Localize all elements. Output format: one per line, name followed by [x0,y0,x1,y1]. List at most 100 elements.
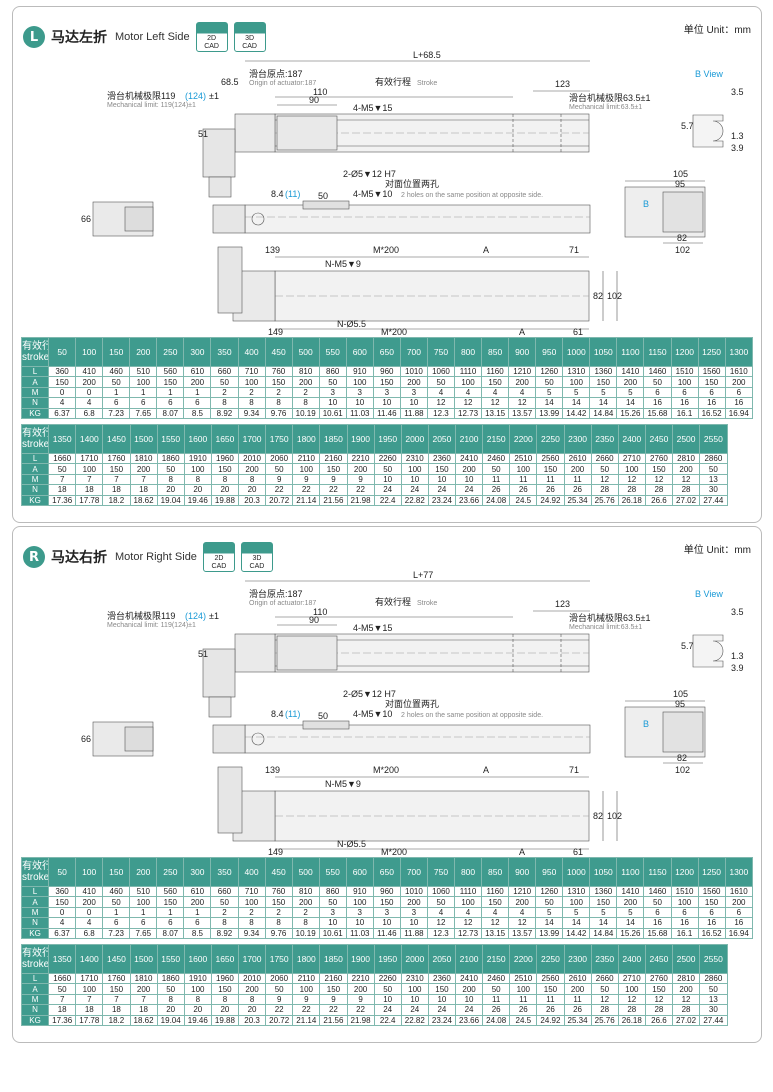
table-cell: 100 [509,463,538,475]
table-cell: 26 [509,1004,538,1016]
dim-holes_cn: 对面位置两孔 [385,178,439,189]
table-cell: 50 [102,896,131,908]
table-cell: 200 [183,376,212,388]
dim-m200: M*200 [373,245,399,255]
stroke-value: 2400 [617,424,646,454]
stroke-en: stroke [22,439,49,450]
origin-label-en: Origin of actuator:187 [249,600,316,607]
table-cell: 200 [75,896,104,908]
table-cell: 150 [697,896,726,908]
table-cell: 1910 [183,452,212,465]
table-cell: 150 [372,376,401,388]
table-cell: 1310 [562,365,591,378]
table-cell: 25.34 [563,1014,592,1026]
table-cell: 13.15 [481,407,510,419]
stroke-value: 1700 [237,944,267,974]
spec-table-1: 有效行程stroke501001502002503003504004505005… [20,857,754,939]
row-label-l: L [20,452,50,465]
table-cell: 13.99 [535,927,564,939]
table-cell: 6 [670,906,699,919]
svg-text:±1: ±1 [209,91,219,101]
table-cell: 26 [536,484,565,496]
stroke-value: 1000 [562,337,591,367]
table-cell: 610 [183,885,212,898]
table-cell: 16 [697,397,726,409]
table-cell: 14 [589,917,618,929]
pin-label: 2-Ø5▼12 H7 [343,689,396,699]
table-cell: 10 [372,397,401,409]
stroke-value: 1300 [724,337,754,367]
table-cell: 16.1 [670,927,699,939]
table-cell: 6 [697,386,726,399]
stroke-value: 300 [183,857,212,887]
stroke-value: 1500 [129,424,158,454]
stroke-value: 700 [399,337,428,367]
table-cell: 16 [670,397,699,409]
stroke-value: 2550 [699,424,728,454]
stroke-value: 2350 [590,424,619,454]
table-cell: 24 [427,484,457,496]
table-cell: 12 [508,917,537,929]
table-cell: 14.42 [562,407,591,419]
table-cell: 14 [535,397,564,409]
table-cell: 1910 [183,972,212,985]
table-cell: 1810 [129,972,158,985]
table-cell: 21.98 [346,494,375,506]
table-cell: 16.94 [724,407,754,419]
table-cell: 810 [291,885,320,898]
table-cell: 11 [563,473,592,486]
stroke-value: 2450 [644,424,674,454]
row-label-m: M [20,473,50,486]
table-cell: 3 [399,906,428,919]
table-cell: 26 [509,484,538,496]
table-cell: 20.3 [237,494,267,506]
stroke-value: 100 [75,337,104,367]
table-cell: 11 [509,473,538,486]
table-cell: 18 [102,484,131,496]
table-cell: 200 [346,983,375,995]
table-cell: 150 [210,463,240,475]
stroke-value: 1600 [183,944,212,974]
table-cell: 100 [183,463,212,475]
stroke-value: 350 [210,857,239,887]
stroke-value: 1900 [346,944,375,974]
table-cell: 960 [372,885,401,898]
table-cell: 200 [671,983,701,995]
table-cell: 0 [48,386,77,399]
table-cell: 18 [48,1004,77,1016]
table-cell: 6 [643,386,672,399]
table-cell: 3 [399,386,428,399]
table-cell: 12 [644,993,674,1006]
row-label-kg: KG [20,407,50,419]
table-cell: 20 [156,1004,185,1016]
dim-d102: 102 [607,811,622,821]
table-cell: 22.4 [373,494,402,506]
table-cell: 28 [671,1004,701,1016]
table-cell: 21.56 [319,1014,348,1026]
stroke-value: 800 [453,857,483,887]
table-cell: 18 [48,484,77,496]
table-cell: 1260 [535,885,564,898]
spec-table-2: 有效行程stroke135014001450150015501600165017… [20,944,728,1026]
dim-d51: 51 [198,129,208,139]
table-cell: 6.37 [48,927,77,939]
table-cell: 100 [75,463,104,475]
dim-d57: 5.7 [681,641,694,651]
stroke-value: 1950 [373,944,402,974]
table-cell: 3 [318,386,347,399]
table-cell: 24 [373,1004,402,1016]
stroke-value: 1550 [156,424,185,454]
table-cell: 760 [264,885,293,898]
table-cell: 8.5 [183,927,212,939]
table-cell: 14 [616,917,645,929]
table-cell: 7.65 [129,927,158,939]
table-cell: 1 [102,906,131,919]
